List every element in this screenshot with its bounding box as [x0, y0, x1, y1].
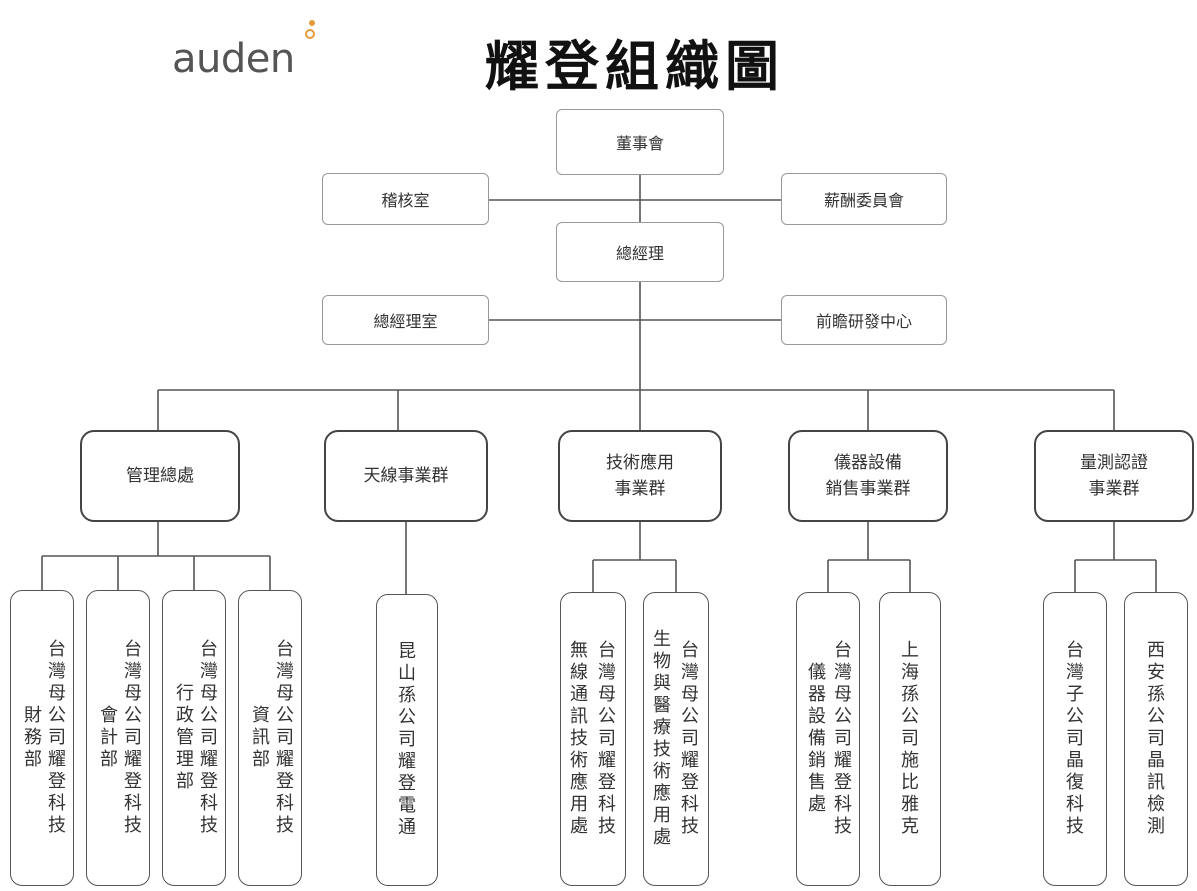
division-label: 量測認證 事業群	[1080, 453, 1148, 499]
division-label: 儀器設備 銷售事業群	[825, 453, 911, 499]
audit-label: 稽核室	[381, 191, 430, 210]
dept-company: 西 安 孫 公 司 晶 訊 檢 測	[1147, 640, 1165, 837]
logo-dot-icon	[309, 20, 315, 26]
board-label: 董事會	[615, 134, 664, 153]
dept-company: 台 灣 母 公 司 耀 登 科 技	[598, 640, 616, 837]
rd-center-label: 前瞻研發中心	[815, 312, 912, 331]
division-label: 技術應用 事業群	[606, 453, 674, 499]
dept-shanghai: 上 海 孫 公 司 施 比 雅 克	[879, 592, 941, 886]
gm-office-box: 總經理室	[322, 295, 489, 345]
dept-unit: 儀 器 設 備 銷 售 處	[808, 662, 826, 815]
division-measurement-cert: 量測認證 事業群	[1034, 430, 1194, 522]
board-box: 董事會	[556, 109, 724, 175]
gm-box: 總經理	[556, 222, 724, 282]
audit-box: 稽核室	[322, 173, 489, 225]
dept-unit: 生 物 與 醫 療 技 術 應 用 處	[653, 629, 671, 848]
dept-company: 昆 山 孫 公 司 耀 登 電 通	[398, 641, 416, 838]
dept-company: 台 灣 母 公 司 耀 登 科 技	[200, 639, 218, 836]
dept-finance: 台 灣 母 公 司 耀 登 科 技 財 務 部	[10, 590, 74, 886]
division-management: 管理總處	[80, 430, 240, 522]
dept-unit: 無 線 通 訊 技 術 應 用 處	[570, 640, 588, 837]
chart-title: 耀登組織圖	[485, 34, 785, 98]
dept-company: 台 灣 母 公 司 耀 登 科 技	[48, 639, 66, 836]
auden-logo: auden	[172, 36, 295, 82]
dept-company: 上 海 孫 公 司 施 比 雅 克	[901, 640, 919, 837]
compensation-label: 薪酬委員會	[823, 191, 904, 210]
dept-admin: 台 灣 母 公 司 耀 登 科 技 行 政 管 理 部	[162, 590, 226, 886]
division-instrument-sales: 儀器設備 銷售事業群	[788, 430, 948, 522]
dept-wireless: 台 灣 母 公 司 耀 登 科 技 無 線 通 訊 技 術 應 用 處	[560, 592, 626, 886]
dept-company: 台 灣 母 公 司 耀 登 科 技	[276, 639, 294, 836]
dept-company: 台 灣 母 公 司 耀 登 科 技	[681, 640, 699, 837]
division-label: 天線事業群	[363, 466, 449, 486]
dept-it: 台 灣 母 公 司 耀 登 科 技 資 訊 部	[238, 590, 302, 886]
gm-label: 總經理	[615, 244, 664, 263]
dept-unit: 會 計 部	[100, 705, 118, 770]
dept-company: 台 灣 母 公 司 耀 登 科 技	[834, 640, 852, 837]
compensation-box: 薪酬委員會	[781, 173, 947, 225]
dept-instrument-sales: 台 灣 母 公 司 耀 登 科 技 儀 器 設 備 銷 售 處	[796, 592, 860, 886]
logo-ring-icon	[305, 29, 315, 39]
division-label: 管理總處	[126, 466, 194, 486]
dept-unit: 資 訊 部	[252, 705, 270, 770]
dept-unit: 行 政 管 理 部	[176, 683, 194, 792]
rd-center-box: 前瞻研發中心	[781, 295, 947, 345]
division-antenna: 天線事業群	[324, 430, 488, 522]
dept-kunshan: 昆 山 孫 公 司 耀 登 電 通	[376, 594, 438, 886]
dept-accounting: 台 灣 母 公 司 耀 登 科 技 會 計 部	[86, 590, 150, 886]
gm-office-label: 總經理室	[373, 312, 438, 331]
dept-company: 台 灣 母 公 司 耀 登 科 技	[124, 639, 142, 836]
division-tech-application: 技術應用 事業群	[558, 430, 722, 522]
dept-xian: 西 安 孫 公 司 晶 訊 檢 測	[1124, 592, 1188, 886]
dept-jingfu: 台 灣 子 公 司 晶 復 科 技	[1043, 592, 1107, 886]
dept-unit: 財 務 部	[24, 705, 42, 770]
dept-biomedical: 台 灣 母 公 司 耀 登 科 技 生 物 與 醫 療 技 術 應 用 處	[643, 592, 709, 886]
dept-company: 台 灣 子 公 司 晶 復 科 技	[1066, 640, 1084, 837]
